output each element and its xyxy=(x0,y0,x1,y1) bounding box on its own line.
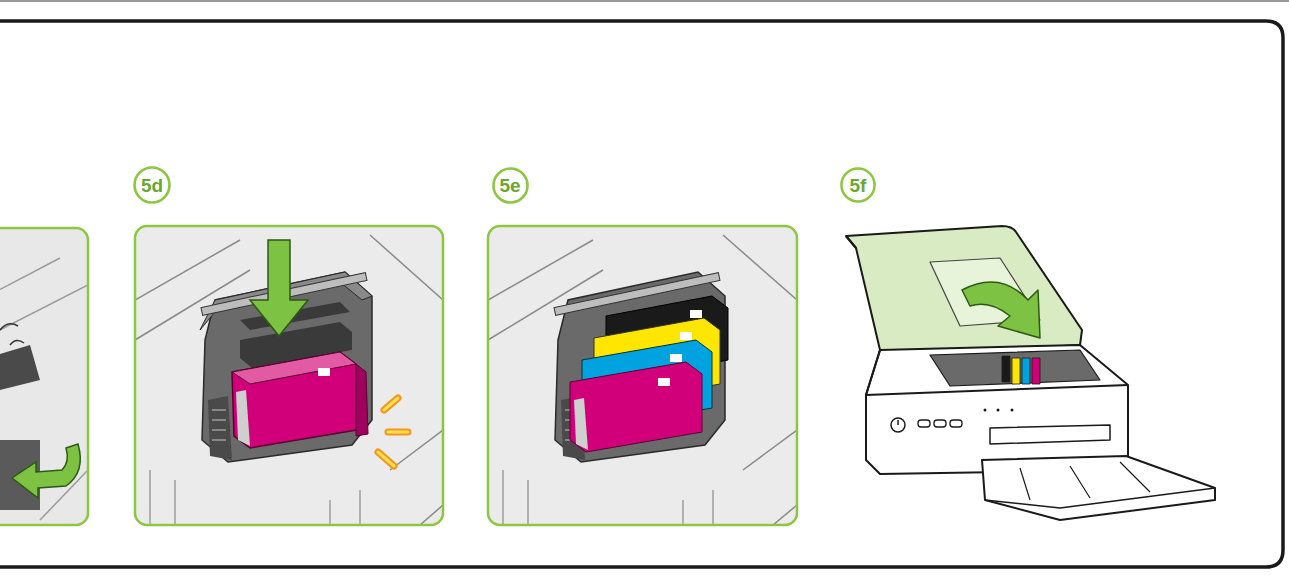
panel-5d xyxy=(135,226,443,525)
step-number: 5d xyxy=(141,176,163,195)
outer-frame xyxy=(0,21,1283,567)
step-badge: 5d xyxy=(133,166,171,204)
step-badge: 5e xyxy=(492,167,529,204)
step-badge: 5f xyxy=(840,167,876,203)
panel-5e xyxy=(488,226,797,525)
printer xyxy=(846,226,1215,520)
step-number: 5e xyxy=(499,176,520,195)
step-number: 5f xyxy=(850,176,867,195)
partial-panel xyxy=(0,228,88,525)
top-rule xyxy=(0,0,1289,2)
